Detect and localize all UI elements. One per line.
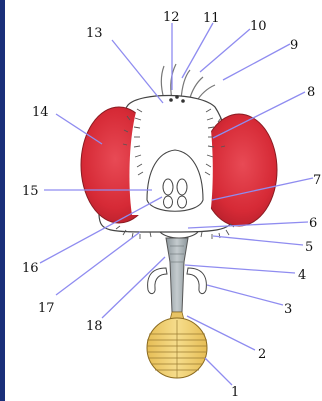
leader-13 <box>112 40 163 103</box>
left-edge-band <box>0 0 5 401</box>
label-15: 15 <box>22 184 39 199</box>
label-6: 6 <box>309 216 317 231</box>
label-5: 5 <box>305 240 313 255</box>
leader-1 <box>205 358 232 385</box>
label-4: 4 <box>298 268 306 283</box>
leader-5 <box>213 236 303 245</box>
leader-3 <box>207 285 283 305</box>
label-3: 3 <box>284 302 292 317</box>
proboscis <box>166 238 188 312</box>
label-8: 8 <box>307 85 315 100</box>
leader-9 <box>223 44 290 80</box>
leader-11 <box>182 23 213 78</box>
label-16: 16 <box>22 261 39 276</box>
leader-18 <box>102 257 165 318</box>
label-17: 17 <box>38 301 55 316</box>
label-9: 9 <box>290 38 298 53</box>
label-12: 12 <box>163 10 180 25</box>
label-10: 10 <box>250 19 267 34</box>
label-11: 11 <box>203 11 220 26</box>
label-18: 18 <box>86 319 103 334</box>
label-1: 1 <box>231 385 239 400</box>
label-14: 14 <box>32 105 49 120</box>
right-maxillary-palp <box>187 268 206 294</box>
label-7: 7 <box>313 173 321 188</box>
label-13: 13 <box>86 26 103 41</box>
leader-17 <box>56 232 140 295</box>
label-2: 2 <box>258 347 266 362</box>
leader-10 <box>200 29 250 72</box>
mouth-rim <box>160 232 198 238</box>
